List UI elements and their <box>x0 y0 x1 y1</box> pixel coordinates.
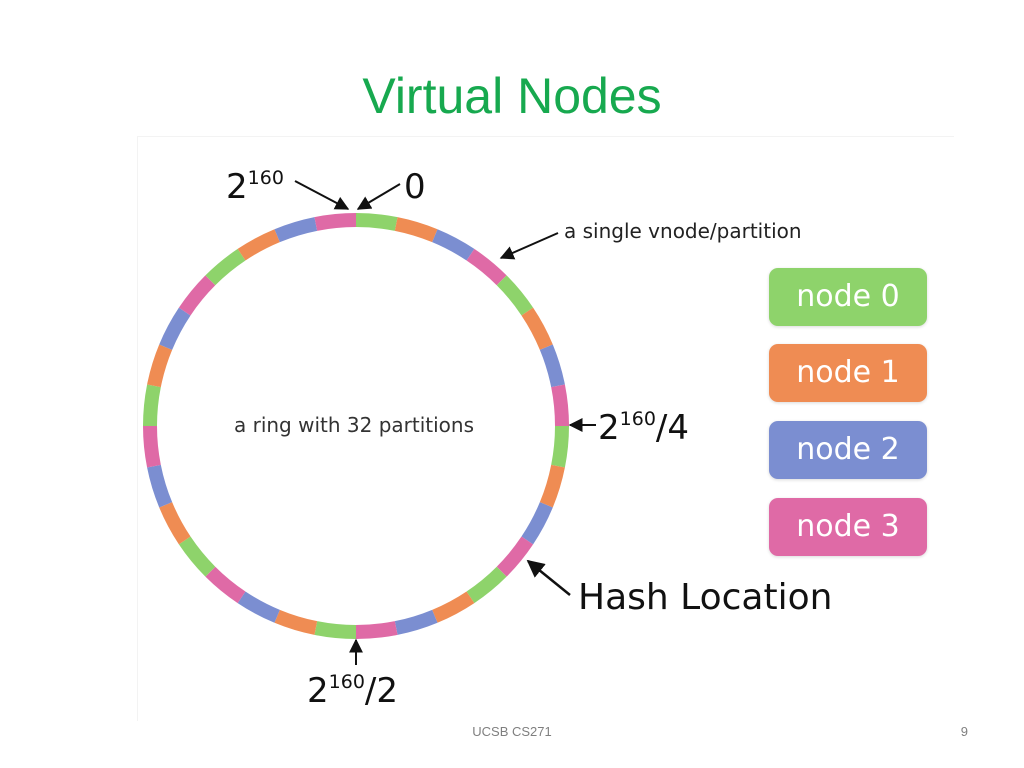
ring-partition <box>521 307 553 350</box>
legend-node-1: node 1 <box>769 344 927 402</box>
label-single-vnode: a single vnode/partition <box>564 219 802 243</box>
arrow-single-vnode <box>499 232 559 260</box>
ring-partitions <box>143 213 569 639</box>
ring-partition <box>466 248 507 286</box>
ring-partition <box>432 591 475 623</box>
ring-partition <box>496 275 534 316</box>
arrow-hash-location <box>526 559 571 596</box>
ring-partition <box>432 229 475 261</box>
label-bottom-exponent: 160 <box>329 671 365 693</box>
label-hash-location: Hash Location <box>578 577 832 618</box>
legend-node-3: node 3 <box>769 498 927 556</box>
ring-partition <box>274 609 318 635</box>
ring-partition <box>551 425 569 468</box>
ring-partition <box>521 502 553 545</box>
ring-partition <box>539 344 565 388</box>
page-number: 9 <box>960 724 968 739</box>
ring-partition <box>355 213 398 231</box>
ring-partition <box>159 502 191 545</box>
ring-partition <box>466 566 507 604</box>
ring-partition <box>143 384 161 427</box>
slide-title: Virtual Nodes <box>362 68 662 124</box>
label-right-exponent: 160 <box>620 408 656 430</box>
label-bottom-base: 2 <box>307 671 329 711</box>
label-right-suffix: /4 <box>656 408 689 448</box>
virtual-nodes-figure: a ring with 32 partitions 2160 0 a singl… <box>137 136 954 721</box>
ring-partition <box>274 217 318 243</box>
ring-center-label: a ring with 32 partitions <box>234 413 474 437</box>
ring-partition <box>237 591 280 623</box>
ring-partition <box>394 609 438 635</box>
legend-node-2: node 2 <box>769 421 927 479</box>
legend-node-2-label: node 2 <box>796 432 900 467</box>
slide-footer: UCSB CS271 <box>472 724 552 739</box>
label-bottom-suffix: /2 <box>365 671 398 711</box>
label-2-pow-160-div-4: 2160/4 <box>598 408 689 448</box>
label-2-pow-160-top: 2160 <box>226 167 284 207</box>
label-right-base: 2 <box>598 408 620 448</box>
legend-node-3-label: node 3 <box>796 509 900 544</box>
ring-partition <box>178 275 216 316</box>
label-top-base: 2 <box>226 167 248 207</box>
ring-partition <box>205 248 246 286</box>
ring-partition <box>159 307 191 350</box>
ring-partition <box>355 621 398 639</box>
label-zero: 0 <box>404 167 426 207</box>
ring-diagram: a ring with 32 partitions 2160 0 a singl… <box>143 167 832 711</box>
label-2-pow-160-div-2: 2160/2 <box>307 671 398 711</box>
legend-node-0-label: node 0 <box>796 279 900 314</box>
arrow-zero <box>356 183 401 210</box>
ring-partition <box>143 425 161 468</box>
ring-partition <box>496 536 534 577</box>
label-top-exponent: 160 <box>248 167 284 189</box>
legend-node-0: node 0 <box>769 268 927 326</box>
ring-partition <box>178 536 216 577</box>
ring-partition <box>314 213 357 231</box>
ring-partition <box>539 464 565 508</box>
ring-partition <box>237 229 280 261</box>
ring-partition <box>314 621 357 639</box>
legend-node-1-label: node 1 <box>796 355 900 390</box>
ring-partition <box>205 566 246 604</box>
ring-partition <box>147 464 173 508</box>
ring-partition <box>147 344 173 388</box>
arrow-2-pow-160-top <box>294 180 350 210</box>
ring-partition <box>551 384 569 427</box>
ring-partition <box>394 217 438 243</box>
